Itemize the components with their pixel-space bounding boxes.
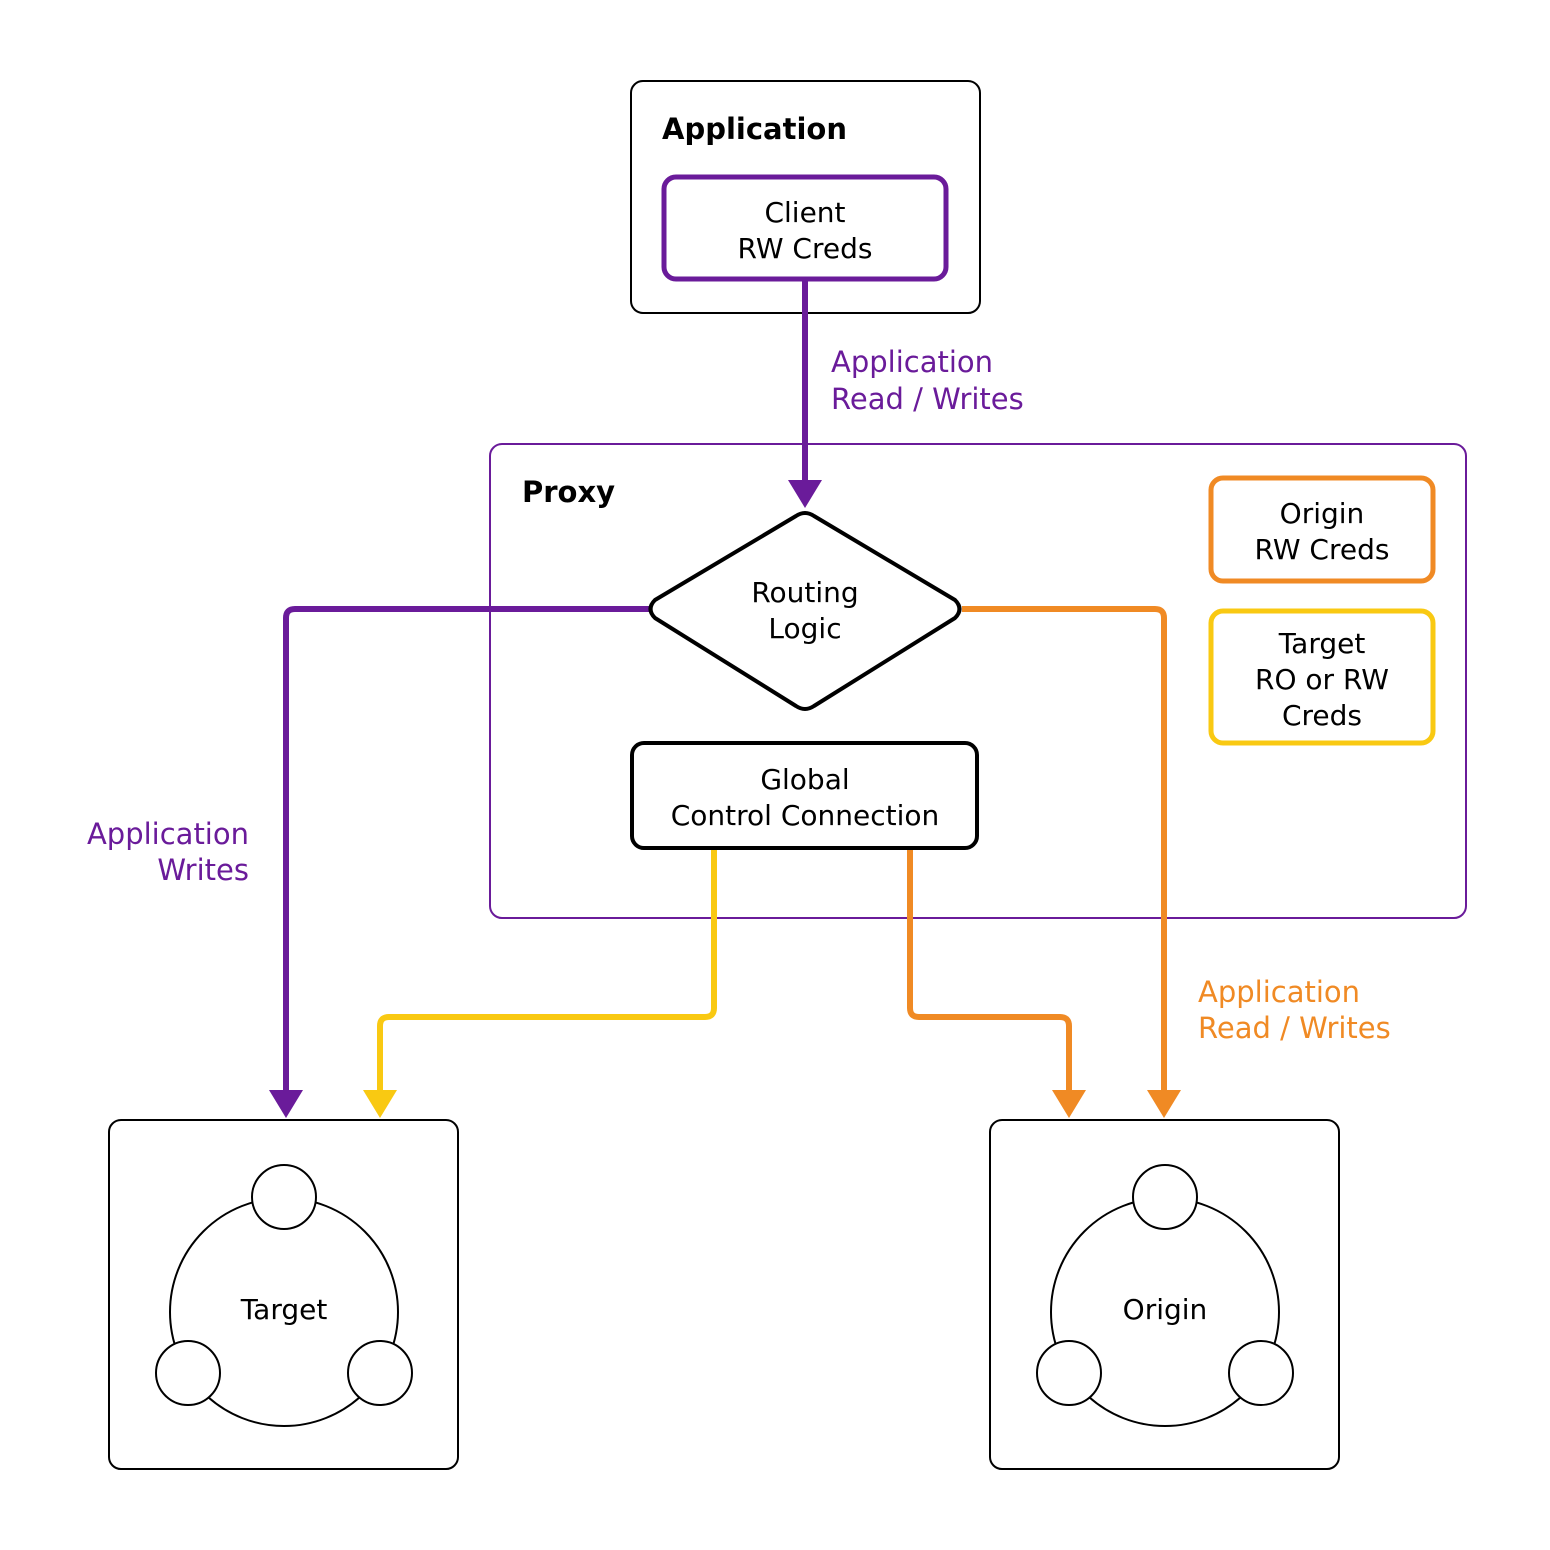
flow-app-writes-line2: Writes [157,853,249,887]
target-creds-line3: Creds [1282,699,1362,732]
origin-node-left [1036,1340,1102,1406]
gcc-line1: Global [760,763,849,796]
target-node-top [251,1164,317,1230]
arrowhead-origin-gcc [1052,1090,1086,1118]
flow-app-rw-line2: Read / Writes [831,382,1024,416]
origin-node-top [1132,1164,1198,1230]
target-creds-box [1208,608,1436,746]
flow-app-writes-line1: Application [87,817,249,851]
target-creds-line2: RO or RW [1255,663,1389,696]
flow-routing-to-origin [962,606,1167,1092]
routing-logic-line1: Routing [751,576,858,609]
client-creds-box [661,174,949,282]
arrowhead-origin-rw [1147,1090,1181,1118]
client-creds-line2: RW Creds [738,232,873,265]
arrowhead-target-purple [269,1090,303,1118]
target-creds-line1: Target [1278,627,1366,660]
flow-app-rw-line1: Application [831,345,993,379]
origin-creds-box [1208,475,1436,584]
routing-logic-diamond [648,511,962,711]
origin-cluster-label: Origin [1123,1293,1208,1326]
flow-origin-rw-line1: Application [1198,975,1360,1009]
client-creds-line1: Client [764,196,845,229]
origin-creds-line2: RW Creds [1255,533,1390,566]
application-title: Application [662,112,847,146]
target-cluster-label: Target [240,1293,328,1326]
origin-creds-line1: Origin [1280,497,1365,530]
routing-logic-line2: Logic [768,612,841,645]
arrowhead-target-yellow [363,1090,397,1118]
gcc-line2: Control Connection [671,799,940,832]
origin-node-right [1228,1340,1294,1406]
target-node-right [347,1340,413,1406]
global-control-connection-box [630,741,979,850]
proxy-box [489,443,1467,919]
target-node-left [155,1340,221,1406]
flow-gcc-to-target [377,849,717,1092]
arrowhead-routing [788,480,822,508]
flow-routing-to-target [283,606,650,1092]
flow-gcc-to-origin [907,849,1072,1092]
flow-origin-rw-line2: Read / Writes [1198,1011,1391,1045]
proxy-title: Proxy [522,475,615,509]
